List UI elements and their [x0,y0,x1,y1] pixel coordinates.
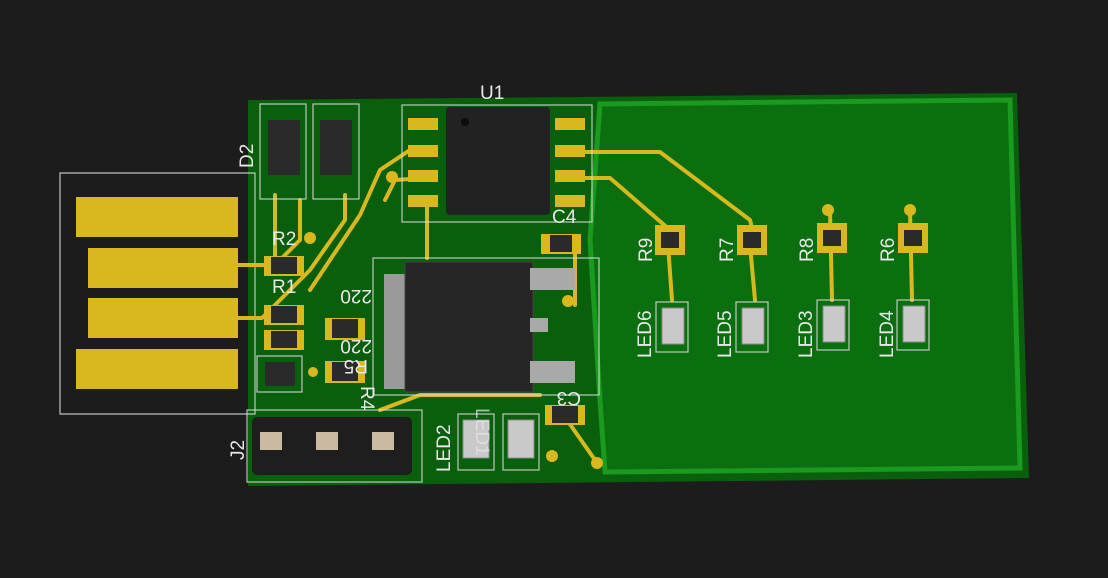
label-led3: LED3 [796,310,817,358]
u1-chip [401,104,593,223]
label-led4: LED4 [877,310,898,358]
label-led1: LED1 [471,408,492,456]
label-220-a: 220 [340,285,372,306]
label-u1: U1 [480,83,504,104]
ground-pour [587,97,1023,475]
j2-header [246,409,423,483]
label-c4: C4 [552,207,577,228]
usb-tab-outline [59,172,256,415]
label-d2: D2 [237,144,258,168]
label-r1: R1 [272,277,296,298]
label-c3: C3 [557,387,581,408]
label-r8: R8 [797,238,818,262]
label-led5: LED5 [715,310,736,358]
led-resistors [655,204,928,255]
label-r9: R9 [636,238,657,262]
diodes [256,103,360,393]
regulator [372,257,600,396]
label-r5: R5 [344,355,368,376]
vias [304,171,603,469]
label-r2: R2 [272,229,296,250]
small-parts [264,234,585,471]
label-r7: R7 [717,238,738,262]
label-r6: R6 [878,238,899,262]
usb-contacts [76,197,238,389]
label-led2: LED2 [434,424,455,472]
label-led6: LED6 [635,310,656,358]
leds [655,299,930,353]
label-j2: J2 [228,440,249,460]
label-r4: R4 [356,386,377,411]
label-220-b: 220 [340,335,372,356]
